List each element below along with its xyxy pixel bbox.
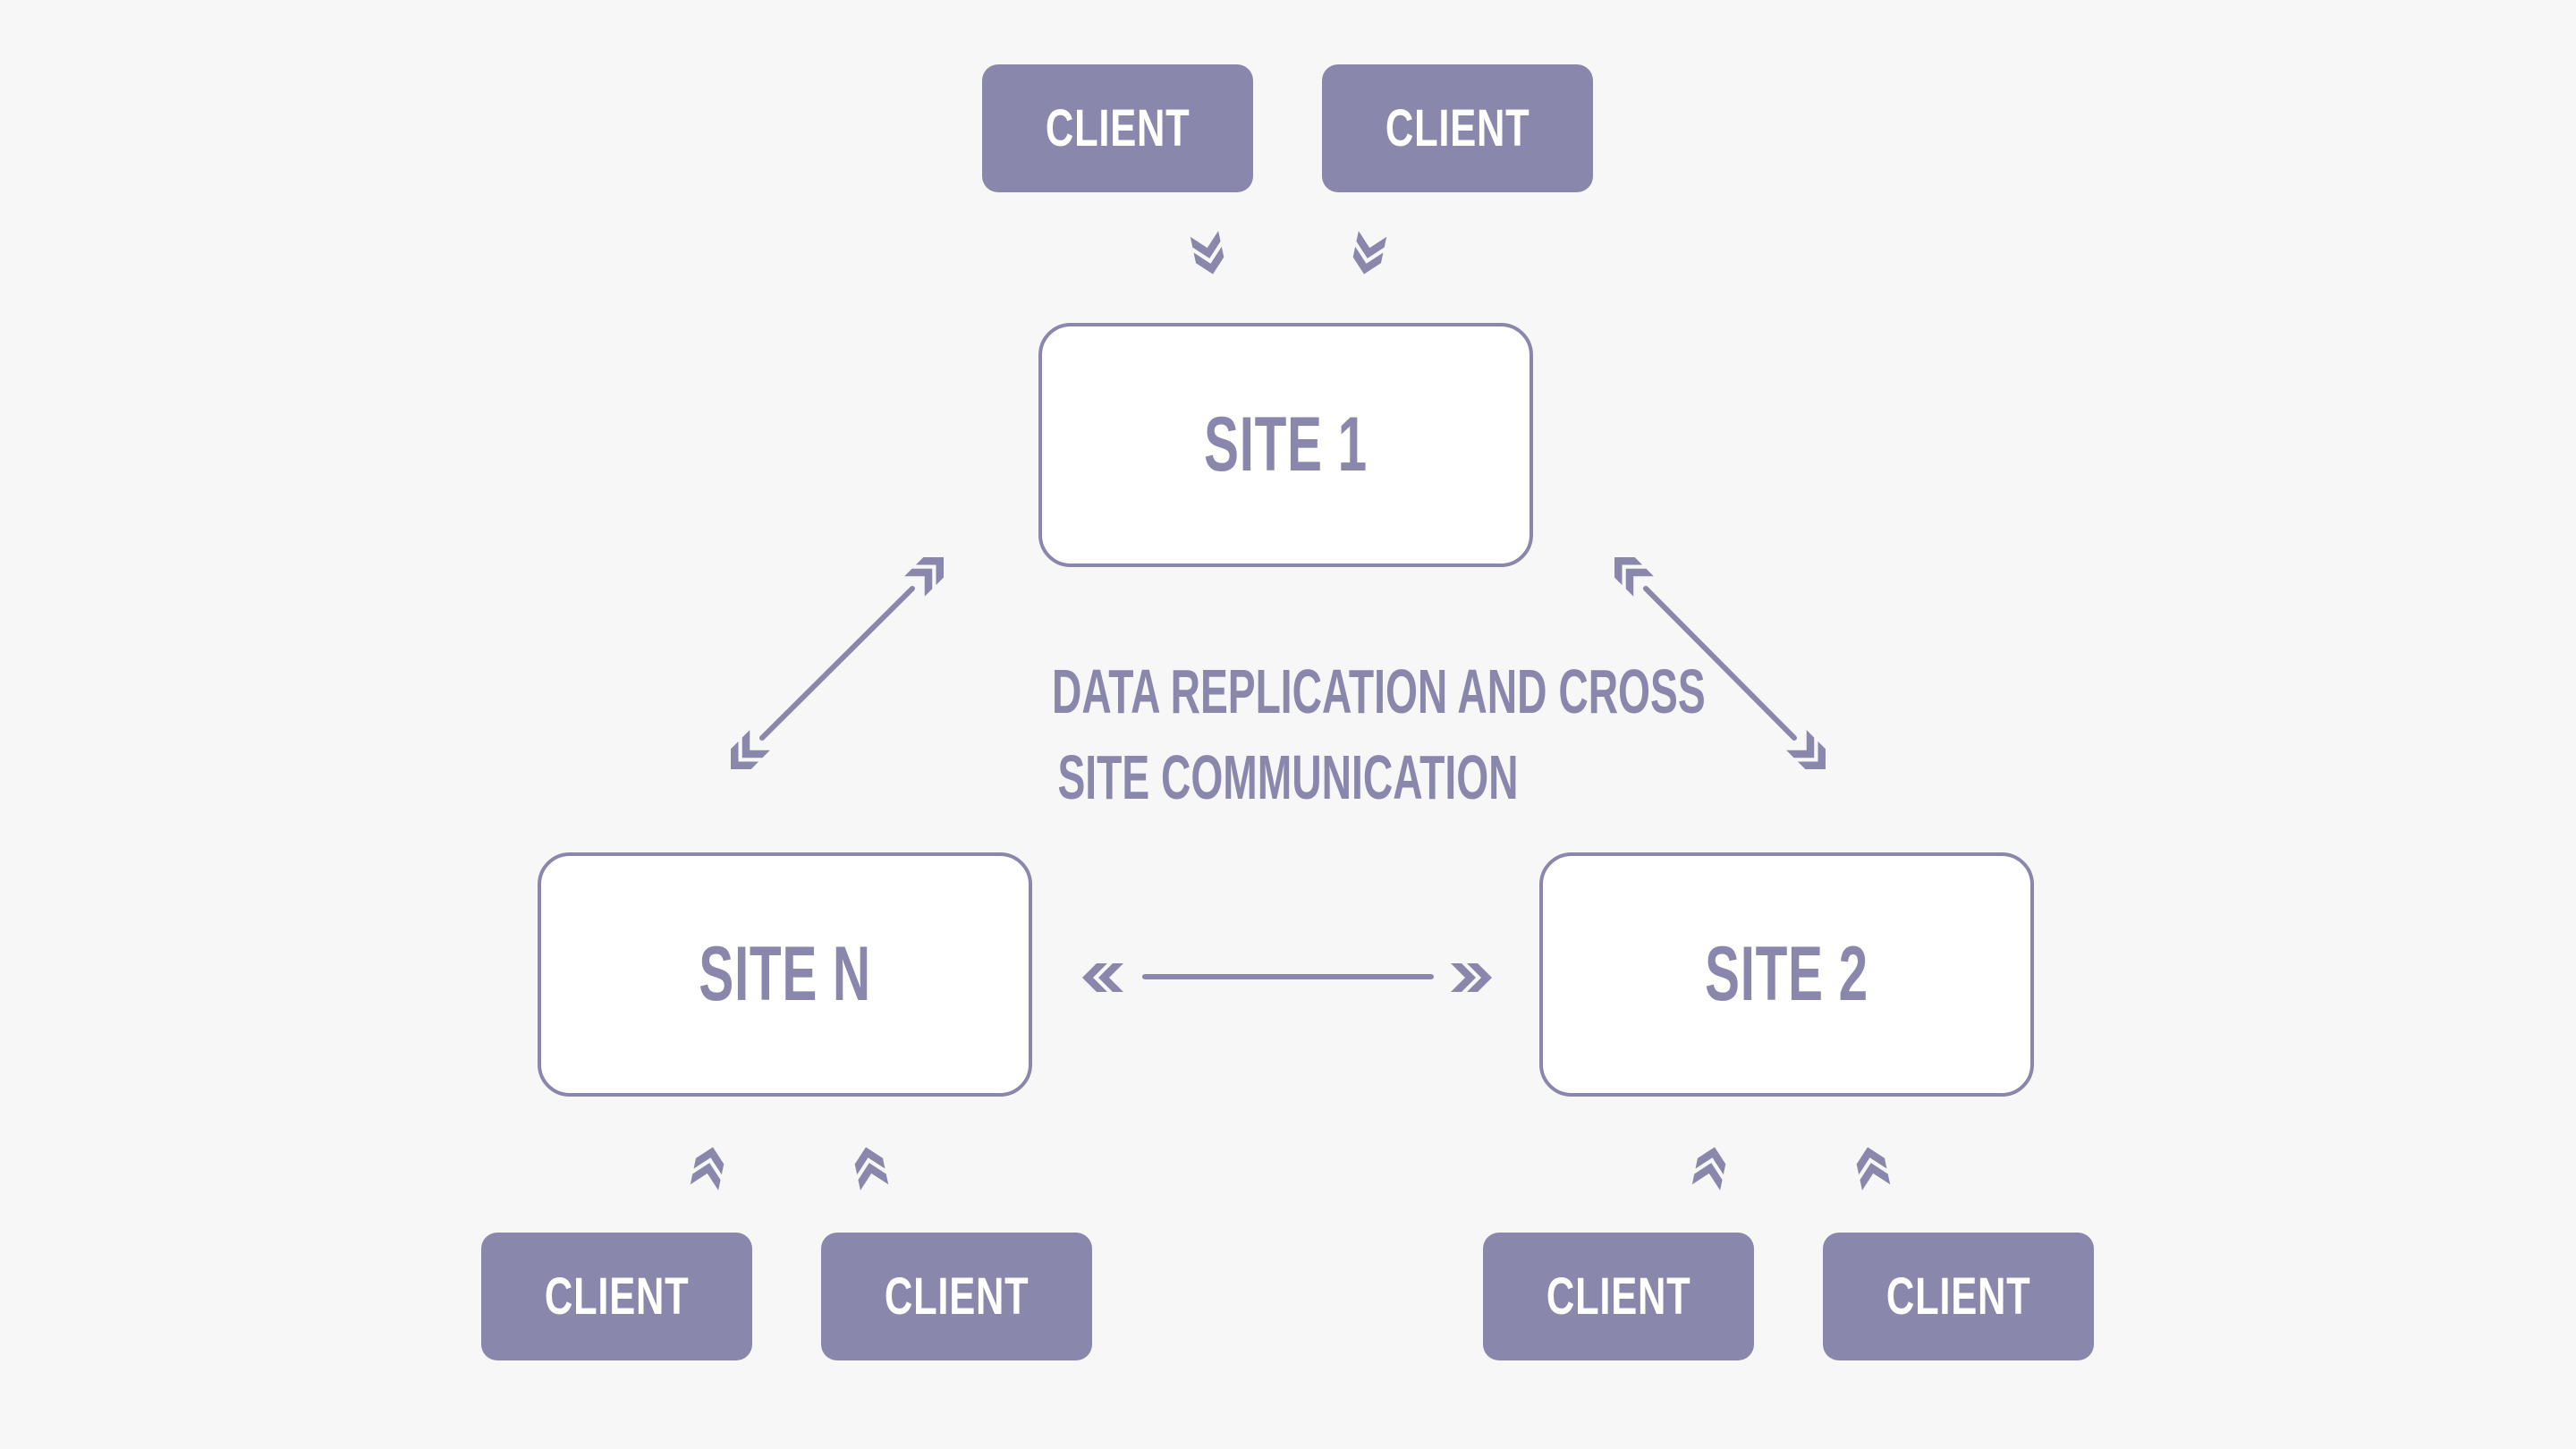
arrowhead-siten-site2-right (1451, 963, 1492, 992)
client-box-bottom-right-2[interactable]: CLIENT (1823, 1233, 2094, 1360)
link-site1-siten (759, 586, 915, 741)
client-box-bottom-left-2[interactable]: CLIENT (821, 1233, 1092, 1360)
site-2-box[interactable]: SITE 2 (1539, 852, 2034, 1097)
client-label: CLIENT (1385, 99, 1530, 157)
client-box-bottom-left-1[interactable]: CLIENT (481, 1233, 752, 1360)
arrow-client-to-site2-right (1853, 1144, 1891, 1191)
site-n-label: SITE N (699, 931, 871, 1017)
arrowhead-siten-site2-left (1082, 963, 1123, 992)
arrow-client-to-siten-left (690, 1144, 727, 1191)
client-label: CLIENT (884, 1267, 1030, 1326)
site-1-box[interactable]: SITE 1 (1038, 323, 1533, 567)
caption-line-1: DATA REPLICATION AND CROSS (1052, 657, 1706, 726)
site-2-label: SITE 2 (1705, 931, 1868, 1017)
client-label: CLIENT (1885, 1267, 2031, 1326)
link-site1-site2 (1643, 586, 1797, 741)
arrow-client-to-site2-left (1691, 1144, 1729, 1191)
client-label: CLIENT (544, 1267, 690, 1326)
client-box-top-right[interactable]: CLIENT (1322, 64, 1593, 192)
site-1-label: SITE 1 (1204, 402, 1368, 487)
replication-caption: DATA REPLICATION AND CROSS SITE COMMUNIC… (930, 648, 1706, 820)
client-label: CLIENT (1546, 1267, 1691, 1326)
caption-line-2: SITE COMMUNICATION (1057, 742, 1519, 812)
arrow-client-to-siten-right (852, 1144, 889, 1191)
arrow-client-to-site1-right (1350, 231, 1387, 277)
site-n-box[interactable]: SITE N (538, 852, 1032, 1097)
client-box-bottom-right-1[interactable]: CLIENT (1483, 1233, 1754, 1360)
client-box-top-left[interactable]: CLIENT (982, 64, 1253, 192)
arrow-client-to-site1-left (1190, 231, 1227, 277)
client-label: CLIENT (1045, 99, 1191, 157)
